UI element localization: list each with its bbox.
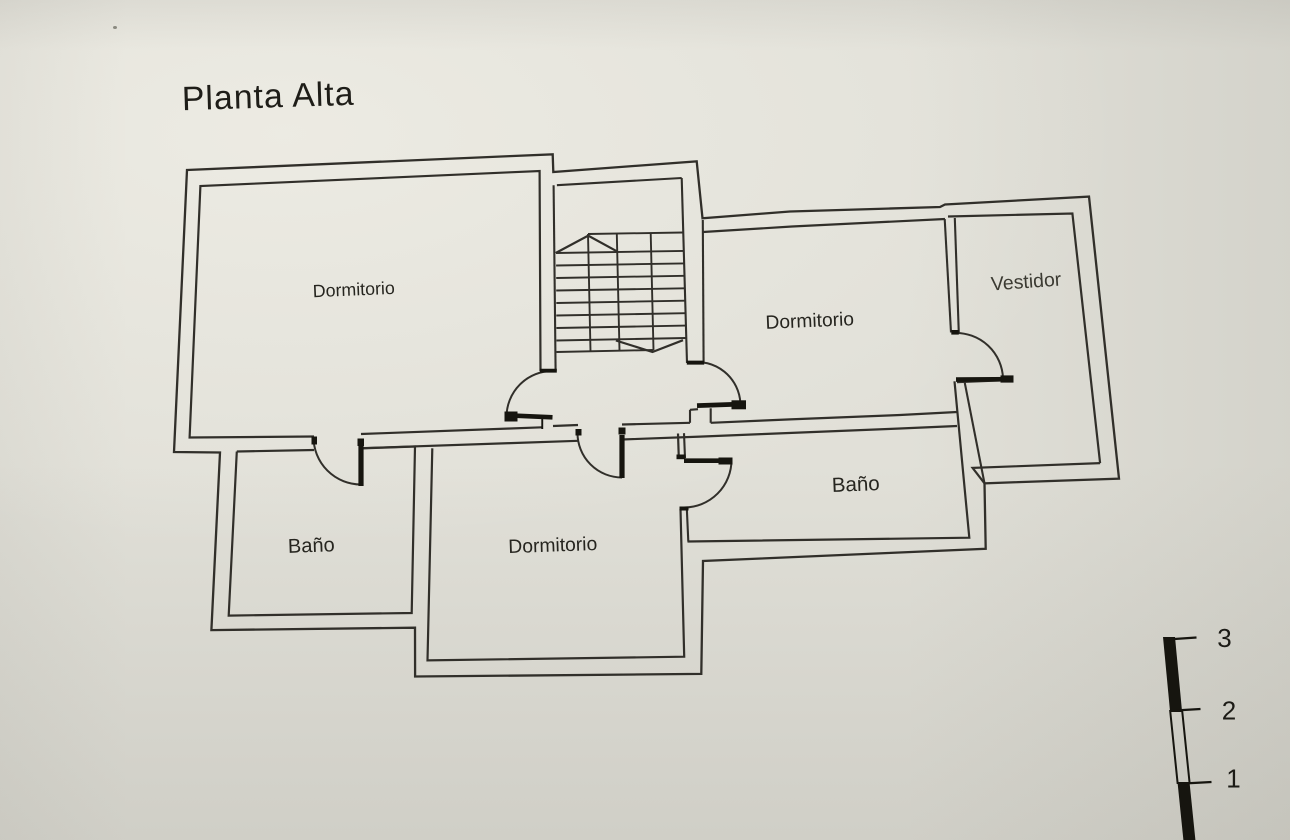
svg-text:1: 1 [1226,764,1240,794]
svg-text:Vestidor: Vestidor [990,269,1062,296]
svg-text:Dormitorio: Dormitorio [508,534,598,558]
svg-text:Baño: Baño [288,534,335,558]
svg-text:Dormitorio: Dormitorio [765,309,854,334]
svg-text:Planta Alta: Planta Alta [181,75,355,118]
svg-text:Dormitorio: Dormitorio [312,278,395,301]
svg-text:2: 2 [1222,696,1236,726]
svg-text:3: 3 [1217,623,1231,653]
svg-text:Baño: Baño [831,472,880,497]
